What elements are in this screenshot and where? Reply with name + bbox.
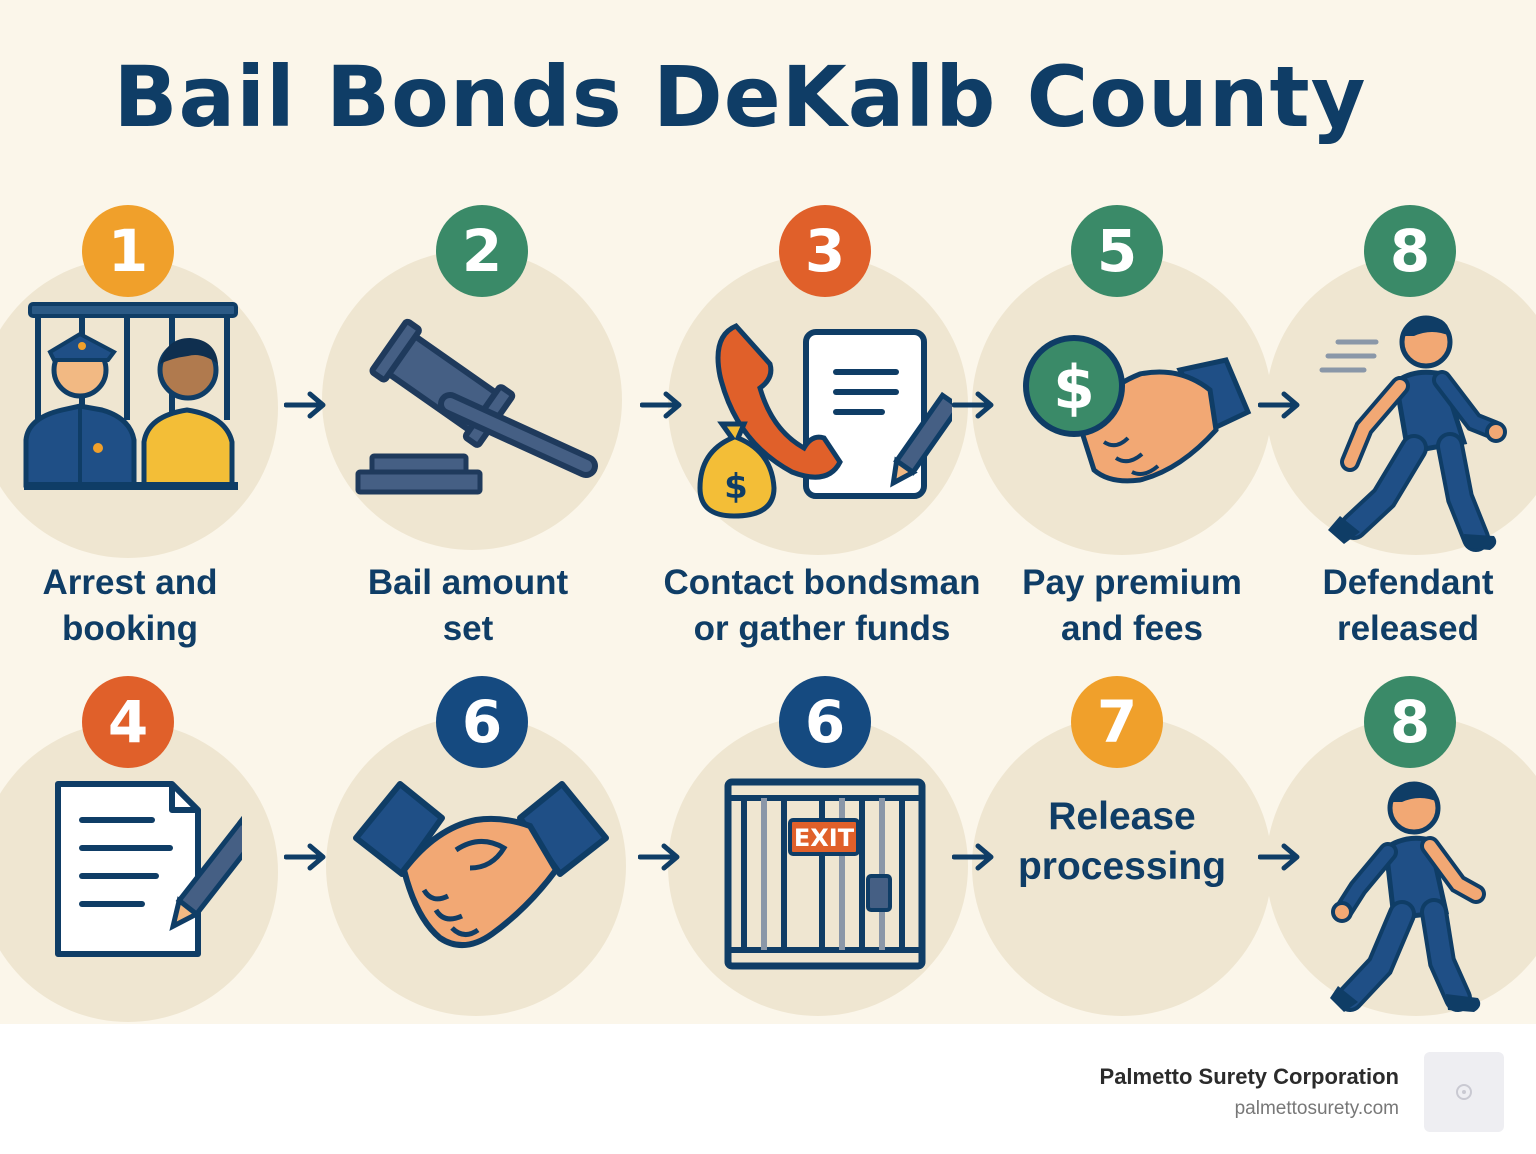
label-line: set <box>442 609 494 648</box>
footer <box>0 1024 1536 1154</box>
label-line: released <box>1336 609 1480 648</box>
walking-person-icon <box>1319 315 1507 552</box>
phone-document-money-icon: $ <box>697 323 952 519</box>
company-name: Palmetto Surety Corporation <box>1099 1064 1399 1089</box>
step-4-badge: 4 <box>82 676 174 768</box>
arrow-right-icon <box>284 391 326 419</box>
svg-text:$: $ <box>1053 353 1095 423</box>
step-3-badge: 3 <box>779 205 871 297</box>
step-6-badge: 6 <box>436 676 528 768</box>
label-line: Arrest and <box>42 563 218 602</box>
step-3-label: Contact bondsman or gather funds <box>632 560 1012 652</box>
infographic: Bail Bonds DeKalb County 1 2 3 5 8 <box>0 48 1536 1022</box>
arrow-right-icon <box>952 843 994 871</box>
step-2-label: Bail amount set <box>298 560 638 652</box>
step-1-label: Arrest and booking <box>0 560 300 652</box>
arrow-right-icon <box>640 391 682 419</box>
label-line: Defendant <box>1322 563 1494 602</box>
svg-text:$: $ <box>724 467 748 507</box>
arrow-right-icon <box>1258 391 1300 419</box>
company-url[interactable]: palmettosurety.com <box>1234 1098 1399 1119</box>
company-logo <box>1424 1052 1504 1132</box>
step-5-label: Pay premium and fees <box>962 560 1302 652</box>
label-line: and fees <box>1061 609 1203 648</box>
step-1-badge: 1 <box>82 205 174 297</box>
step-7-badge: 7 <box>1071 676 1163 768</box>
arrow-right-icon <box>952 391 994 419</box>
label-line: Bail amount <box>367 563 569 602</box>
step-7-label: Release processing <box>952 792 1292 892</box>
label-line: booking <box>61 609 199 648</box>
gavel-icon <box>355 318 598 495</box>
step-8-badge: 8 <box>1364 205 1456 297</box>
arrow-right-icon <box>1258 843 1300 871</box>
exit-sign: EXIT <box>794 824 855 852</box>
label-line: processing <box>1017 845 1227 888</box>
label-line: Contact bondsman <box>663 563 981 602</box>
jail-exit-door-icon: EXIT <box>724 778 926 970</box>
jail-cell-officer-icon <box>23 302 238 490</box>
document-pen-icon <box>55 781 242 957</box>
label-line: Pay premium <box>1022 563 1242 602</box>
arrow-right-icon <box>284 843 326 871</box>
walking-person-icon <box>1330 781 1486 1012</box>
handshake-icon <box>353 781 609 948</box>
dollar-handshake-icon: $ <box>1023 335 1252 484</box>
step-6b-badge: 6 <box>779 676 871 768</box>
step-8-label: Defendant released <box>1238 560 1536 652</box>
label-line: Release <box>1048 795 1196 838</box>
label-line: or gather funds <box>693 609 951 648</box>
step-5-badge: 5 <box>1071 205 1163 297</box>
step-8b-badge: 8 <box>1364 676 1456 768</box>
arrow-right-icon <box>638 843 680 871</box>
step-2-badge: 2 <box>436 205 528 297</box>
logo-icon <box>1456 1084 1472 1100</box>
page-title: Bail Bonds DeKalb County <box>113 48 1367 146</box>
